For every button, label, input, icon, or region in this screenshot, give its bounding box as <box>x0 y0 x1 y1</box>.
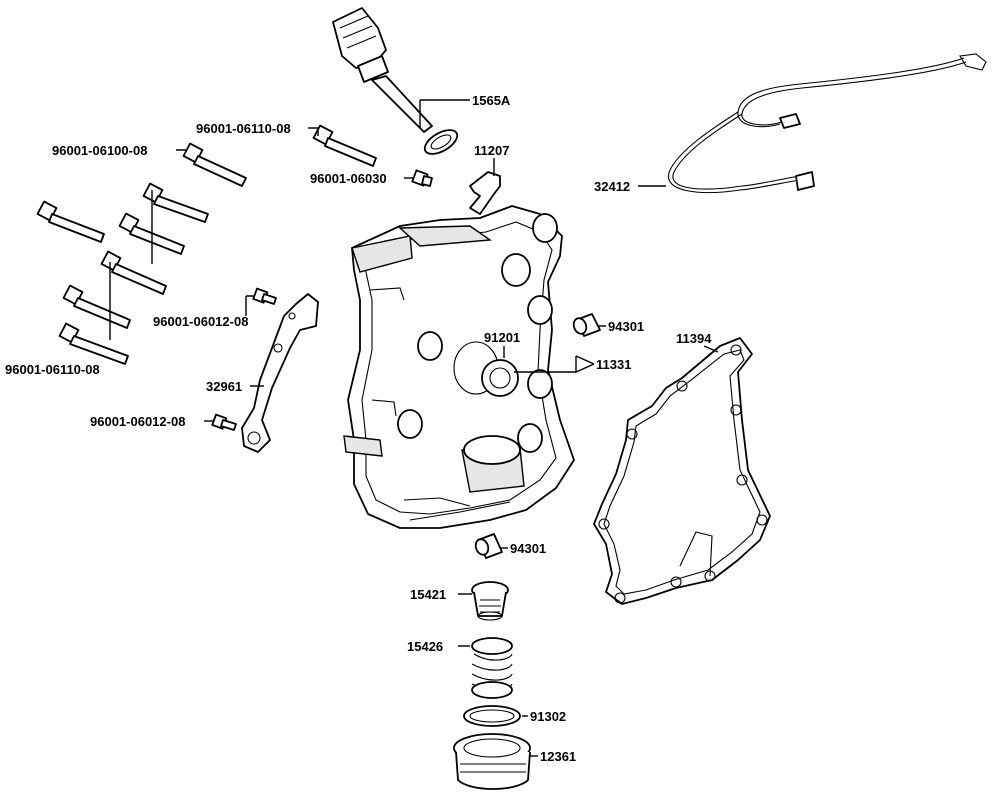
cover-leader <box>514 355 595 374</box>
bolt-group-part <box>36 142 247 365</box>
gasket-leader <box>703 345 719 353</box>
bracket-plate-part <box>241 293 319 453</box>
oil-dipstick-leader <box>419 99 470 128</box>
label-o-ring: 91302 <box>530 709 566 724</box>
bolt-small-upper-leader <box>245 295 255 316</box>
bolt-small-lower-part <box>211 413 237 431</box>
label-drain-cap: 12361 <box>540 749 576 764</box>
label-spring: 15426 <box>407 639 443 654</box>
label-bolt-group-top: 96001-06100-08 <box>52 143 147 158</box>
label-cable: 32412 <box>594 179 630 194</box>
cable-part <box>667 53 987 194</box>
bolt-group-leader <box>109 149 186 340</box>
label-dowel-upper: 94301 <box>608 319 644 334</box>
bolt-top-part <box>312 124 377 167</box>
gasket-part <box>593 337 771 605</box>
label-bolt-clip: 96001-06030 <box>310 171 387 186</box>
label-seal: 91201 <box>484 330 520 345</box>
label-dowel-lower: 94301 <box>510 541 546 556</box>
label-bolt-top: 96001-06110-08 <box>196 121 291 136</box>
label-clip: 11207 <box>474 143 509 158</box>
label-cover: 11331 <box>596 357 631 372</box>
label-bracket-plate: 32961 <box>206 379 242 394</box>
label-strainer: 15421 <box>410 587 446 602</box>
dowel-lower-part <box>474 533 503 559</box>
crankcase-cover-part <box>343 205 575 529</box>
label-bolt-small-lower: 96001-06012-08 <box>90 414 185 429</box>
oil-dipstick-part <box>332 7 459 155</box>
drain-cap-part <box>453 733 531 790</box>
label-bolt-small-upper: 96001-06012-08 <box>153 314 248 329</box>
spring-part <box>471 637 513 699</box>
label-bolt-group-bottom: 96001-06110-08 <box>5 362 100 377</box>
o-ring-part <box>463 705 521 727</box>
label-oil-dipstick: 1565A <box>472 93 511 108</box>
seal-part <box>481 359 519 397</box>
label-gasket: 11394 <box>676 331 712 346</box>
bolt-small-upper-part <box>252 287 277 305</box>
bolt-clip-part <box>411 169 433 187</box>
bolt-top-leader <box>308 127 319 136</box>
clip-part <box>469 171 501 215</box>
strainer-part <box>471 581 509 621</box>
dowel-upper-part <box>572 313 601 337</box>
